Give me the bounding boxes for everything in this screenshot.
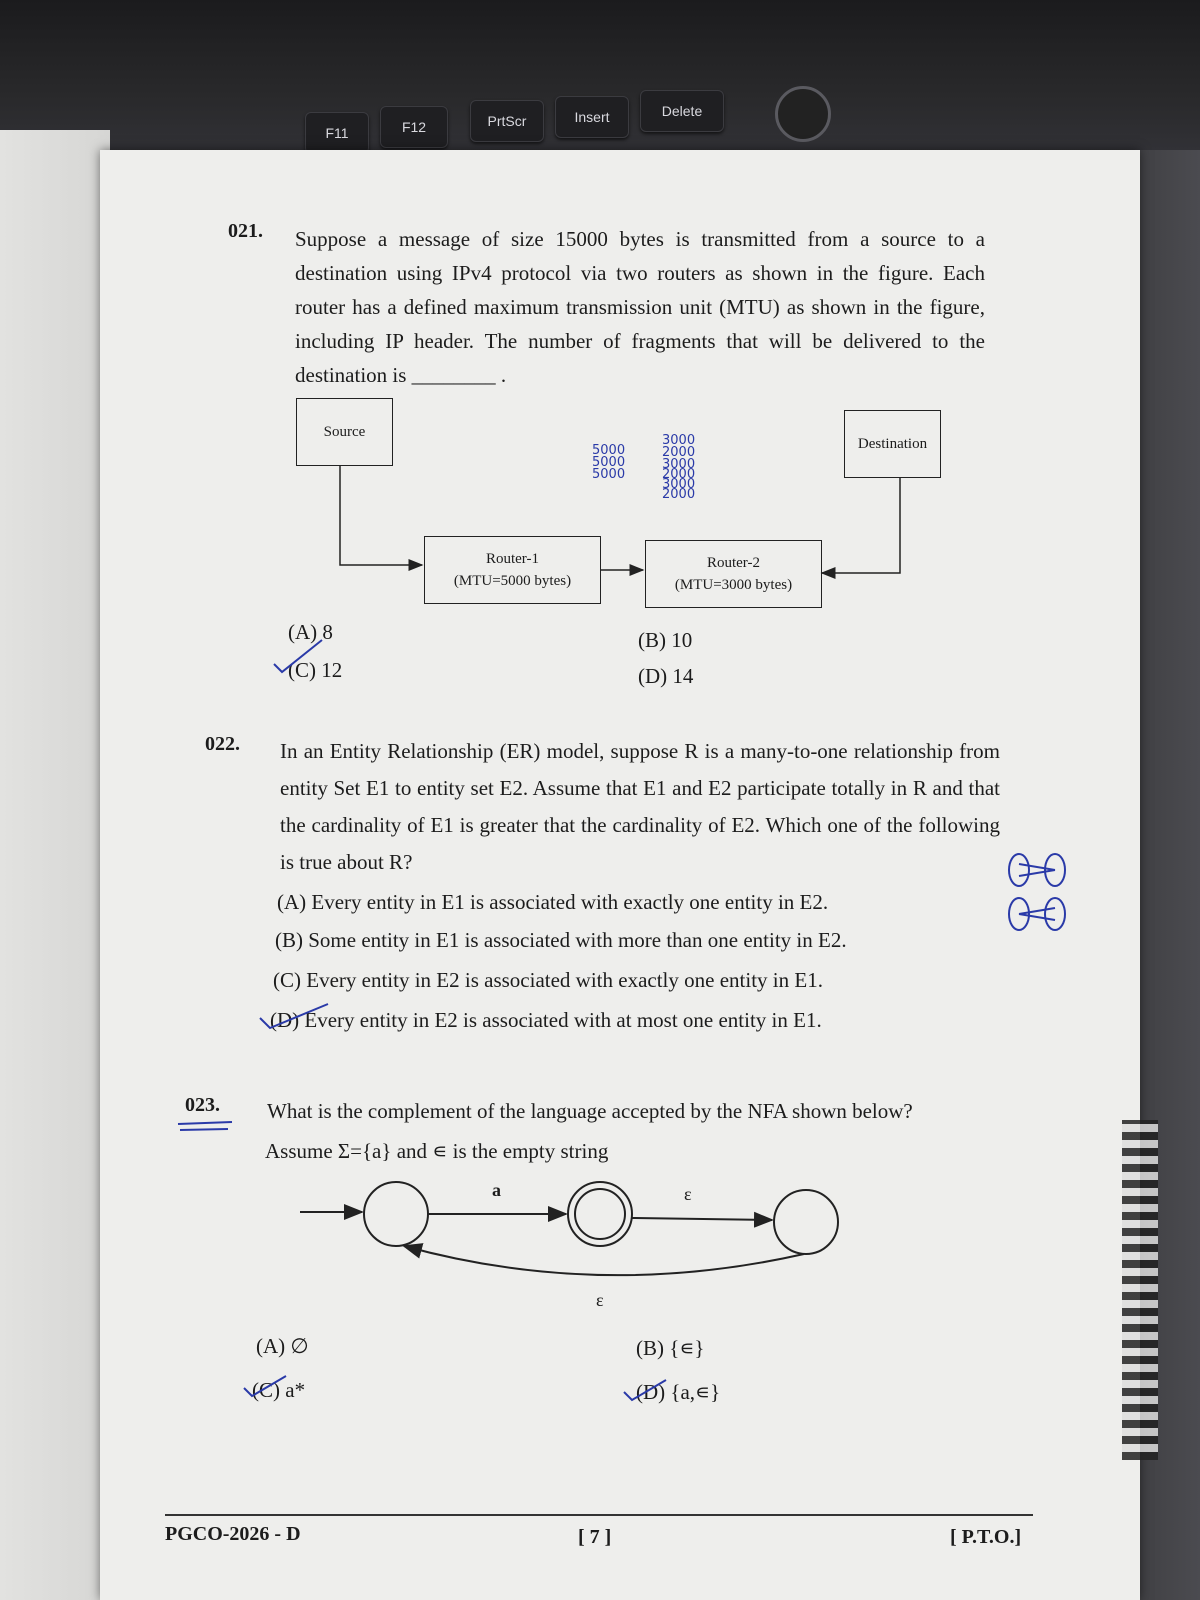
q21-option-d: (D) 14 [638, 664, 694, 688]
q23-option-b: (B) {∊} [636, 1336, 705, 1360]
key-f11: F11 [305, 112, 369, 154]
q23-option-d: (D) {a,∊} [636, 1380, 721, 1404]
source-label: Source [323, 424, 366, 440]
keyboard: F11 F12 PrtScr Insert Delete [0, 0, 1200, 170]
footer-pto: [ P.T.O.] [950, 1526, 1022, 1548]
q23-tick-mark-c-icon [243, 1375, 287, 1398]
diagram-source-box: Source [296, 398, 393, 466]
q23-text-line2: Assume Σ={a} and ∊ is the empty string [265, 1139, 609, 1163]
key-delete: Delete [640, 90, 724, 132]
key-prtscr: PrtScr [470, 100, 544, 142]
router1-name: Router-1 [485, 551, 539, 567]
q21-option-a: (A) 8 [288, 620, 333, 644]
nfa-state-2-accepting [567, 1181, 633, 1247]
q23-number: 023. [185, 1094, 220, 1116]
router1-mtu: (MTU=5000 bytes) [453, 573, 572, 589]
q21-tick-mark-icon [273, 639, 323, 674]
footer-page-number: [ 7 ] [578, 1526, 612, 1548]
nfa-state-1 [363, 1181, 429, 1247]
nfa-label-eps1: ε [684, 1184, 692, 1204]
q21-text: Suppose a message of size 15000 bytes is… [295, 227, 985, 387]
q21-option-b: (B) 10 [638, 628, 693, 652]
exam-page [100, 150, 1140, 1600]
q22-tick-mark-icon [259, 1003, 329, 1030]
q22-option-b: (B) Some entity in E1 is associated with… [275, 928, 847, 952]
footer-code: PGCO-2026 - D [165, 1523, 301, 1545]
q22-option-d: (D) Every entity in E2 is associated wit… [270, 1008, 822, 1032]
left-page-edge [0, 130, 110, 1600]
destination-label: Destination [857, 436, 928, 452]
nfa-label-a: a [492, 1180, 501, 1200]
q23-tick-mark-d-icon [623, 1379, 667, 1402]
nfa-transition-eps2-back [402, 1243, 805, 1277]
q23-option-a: (A) ∅ [256, 1334, 309, 1358]
diagram-router2-box: Router-2 (MTU=3000 bytes) [645, 540, 822, 608]
key-f12: F12 [380, 106, 448, 148]
power-button-icon [775, 86, 831, 142]
q22-option-c: (C) Every entity in E2 is associated wit… [273, 968, 823, 992]
diagram-destination-box: Destination [844, 410, 941, 478]
nfa-state-3 [773, 1189, 839, 1255]
q22-number: 022. [205, 733, 240, 755]
handwritten-mapping-sketch-icon [1008, 853, 1066, 931]
router2-mtu: (MTU=3000 bytes) [674, 577, 793, 593]
destination-to-router2-line [820, 477, 901, 579]
nfa-transition-eps1 [631, 1211, 774, 1228]
q21-option-c: (C) 12 [288, 658, 343, 682]
q22-text: In an Entity Relationship (ER) model, su… [280, 739, 1000, 874]
footer-rule [165, 1514, 1033, 1516]
router2-name: Router-2 [706, 555, 760, 571]
q22-option-a: (A) Every entity in E1 is associated wit… [277, 890, 829, 914]
page-stack-edge [1122, 1120, 1158, 1460]
q23-underline-mark-icon [177, 1121, 233, 1131]
q23-text-line1: What is the complement of the language a… [267, 1099, 913, 1123]
nfa-state-2-inner [574, 1188, 626, 1240]
source-to-router1-line [339, 465, 424, 571]
nfa-label-eps2: ε [596, 1290, 604, 1310]
key-insert: Insert [555, 96, 629, 138]
q21-number: 021. [228, 220, 263, 242]
